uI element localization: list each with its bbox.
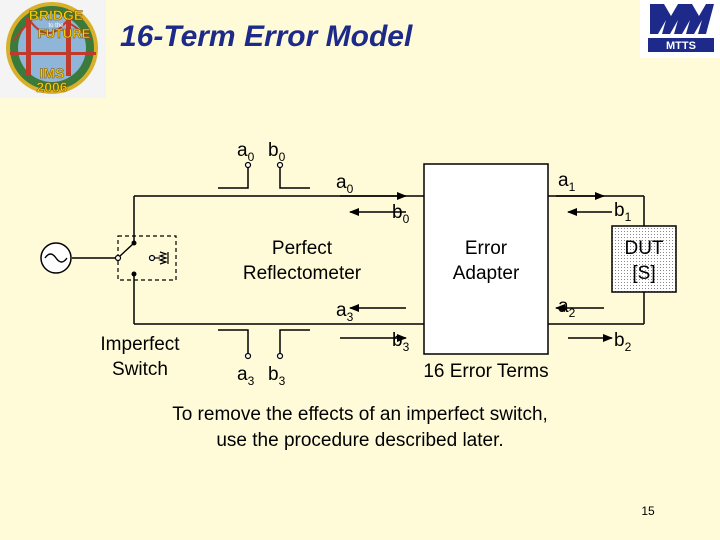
mtts-logo-text: MTTS	[666, 40, 696, 52]
note-text: To remove the effects of an imperfect sw…	[120, 402, 600, 454]
error-terms-caption: 16 Error Terms	[423, 361, 548, 382]
ims-logo-graphic: BRIDGE to the FUTURE IMS 2006	[6, 2, 98, 95]
coupler-bottom-b	[279, 329, 310, 354]
error-adapter-label-line2: Adapter	[453, 263, 520, 284]
label-b1-wave: b1	[614, 200, 632, 224]
mtts-logo: MTTS	[640, 0, 720, 58]
mtts-logo-graphic: MTTS	[648, 4, 714, 52]
switch-input-node	[114, 254, 122, 262]
label-b2-wave: b2	[614, 330, 632, 354]
page-number: 15	[641, 504, 655, 518]
switch-arm	[119, 242, 135, 257]
dut-label-line1: DUT	[624, 238, 663, 259]
label-port-a3: a3	[237, 364, 255, 388]
label-b3-wave: b3	[392, 330, 410, 354]
coupler-top-a	[218, 166, 249, 189]
logo-line2: to the	[48, 23, 64, 29]
sine-wave-icon	[44, 253, 68, 263]
port-b0-terminal	[276, 161, 284, 169]
label-b0-wave: b0	[392, 202, 410, 226]
logo-line1: BRIDGE	[29, 7, 83, 23]
port-b3-terminal	[276, 352, 284, 360]
coupler-top-b	[279, 166, 310, 189]
switch-node-bottom	[131, 271, 137, 277]
label-port-a0: a0	[237, 140, 255, 164]
ims-2006-logo: BRIDGE to the FUTURE IMS 2006	[0, 0, 106, 98]
label-a3-wave: a3	[336, 300, 354, 324]
switch-termination-node	[148, 254, 156, 262]
switch-label-line1: Imperfect	[100, 334, 180, 355]
termination-resistor-icon	[158, 251, 168, 265]
note-line1: To remove the effects of an imperfect sw…	[172, 404, 548, 425]
coupler-bottom-a	[218, 329, 249, 354]
logo-line5: 2006	[36, 79, 67, 95]
slide-title: 16-Term Error Model	[120, 20, 413, 53]
port-a0-terminal	[244, 161, 252, 169]
dut-box	[611, 225, 677, 293]
error-adapter-label-line1: Error	[465, 238, 508, 259]
label-port-b3: b3	[268, 364, 286, 388]
label-a1-wave: a1	[558, 170, 576, 194]
reflectometer-label-line1: Perfect	[272, 238, 333, 259]
reflectometer-label-line2: Reflectometer	[243, 263, 362, 284]
error-adapter-box	[423, 163, 549, 355]
logo-line3: FUTURE	[38, 26, 91, 41]
port-a3-terminal	[244, 352, 252, 360]
label-a0-wave: a0	[336, 172, 354, 196]
label-a2-wave: a2	[558, 296, 576, 320]
logo-line4: IMS	[40, 65, 65, 81]
note-line2: use the procedure described later.	[216, 430, 504, 451]
label-port-b0: b0	[268, 140, 286, 164]
dut-label-line2: [S]	[632, 263, 655, 284]
switch-label-line2: Switch	[112, 359, 168, 380]
